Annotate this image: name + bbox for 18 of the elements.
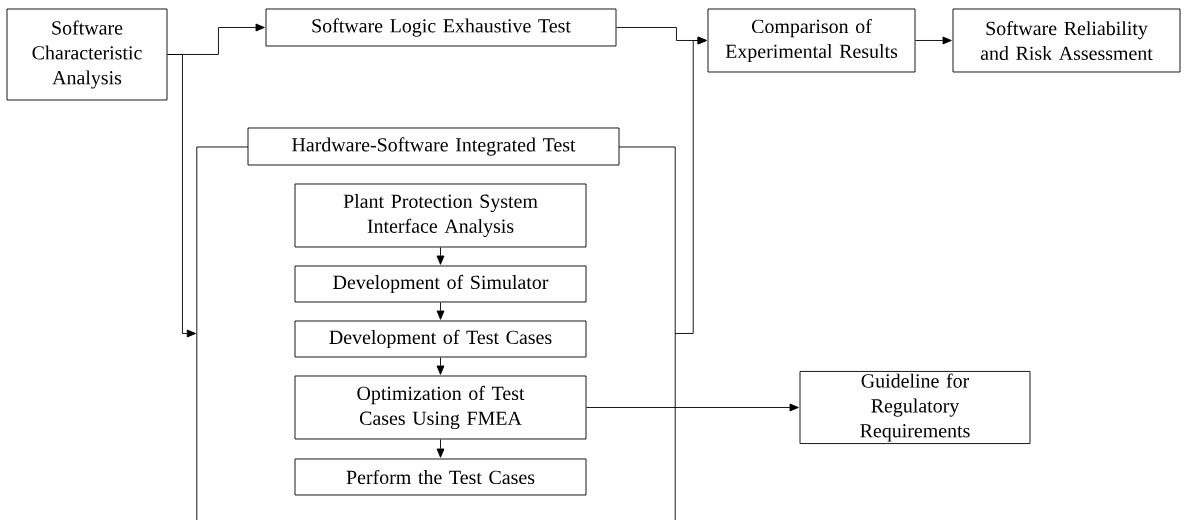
arrow xyxy=(674,36,707,334)
step-box: Development of Simulator xyxy=(294,265,587,303)
step-box: Development of Test Cases xyxy=(294,320,587,358)
arrow xyxy=(436,302,445,320)
process-box: Comparison of Experimental Results xyxy=(707,8,916,73)
arrow xyxy=(915,36,952,45)
arrow xyxy=(436,439,445,458)
arrow xyxy=(586,403,799,412)
process-box: Software Reliability and Risk Assessment xyxy=(952,8,1181,73)
arrow xyxy=(436,357,445,375)
process-box: Guideline for Regulatory Requirements xyxy=(799,371,1031,444)
process-box: Software Characteristic Analysis xyxy=(6,8,168,101)
arrow xyxy=(436,247,445,265)
step-box: Plant Protection System Interface Analysis xyxy=(294,183,587,248)
process-box: Software Logic Exhaustive Test xyxy=(265,8,617,47)
arrow xyxy=(167,54,197,338)
step-box: Optimization of Test Cases Using FMEA xyxy=(294,375,587,440)
step-box: Perform the Test Cases xyxy=(294,458,587,496)
